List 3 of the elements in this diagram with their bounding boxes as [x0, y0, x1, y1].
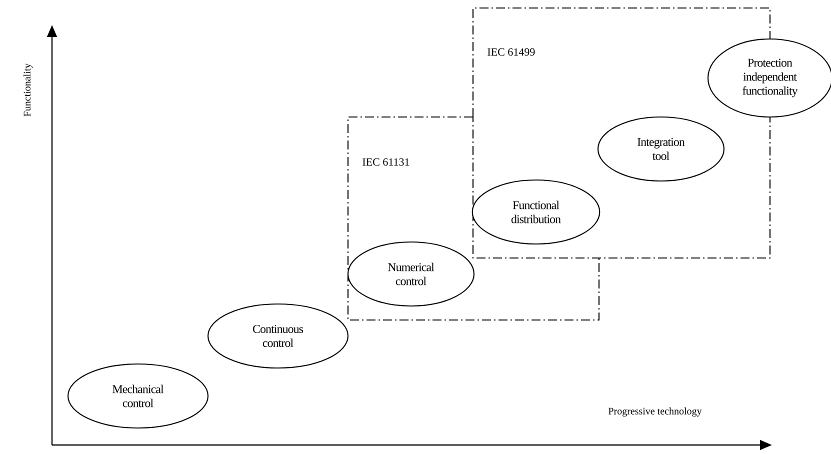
node-label: Protection independent functionality: [742, 58, 798, 98]
axis-label: Functionality: [23, 63, 33, 116]
axis-label: Progressive technology: [608, 407, 702, 417]
